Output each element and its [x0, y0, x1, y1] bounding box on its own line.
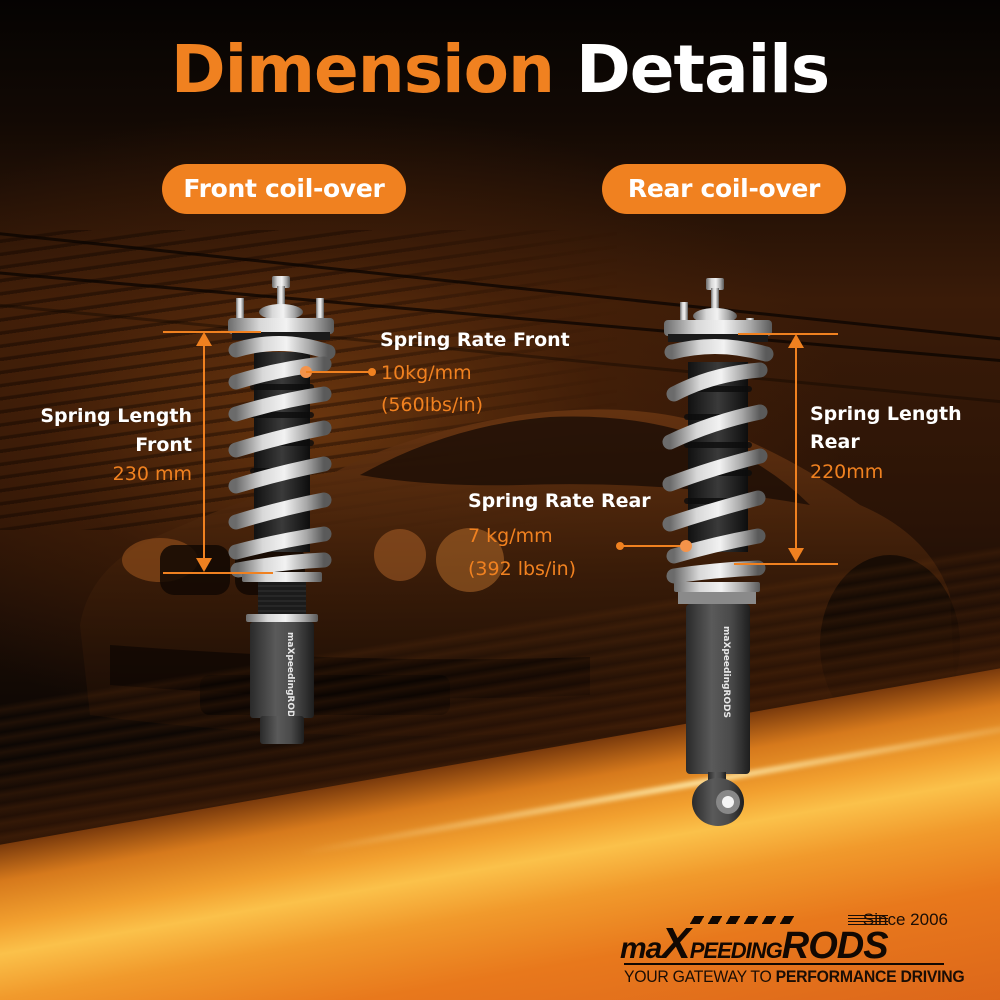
front-coilover-badge: Front coil-over — [162, 164, 406, 214]
front-spring-rate-metric: 10kg/mm — [381, 362, 472, 384]
rear-spring-length-heading: Spring Length — [810, 403, 962, 425]
arrow-up-icon — [788, 334, 804, 348]
front-spring-rate-heading: Spring Rate Front — [380, 329, 570, 351]
front-coilover-image: maXpeedingRODS — [228, 276, 336, 744]
arrow-up-icon — [196, 332, 212, 346]
front-spring-length-subheading: Front — [135, 434, 192, 456]
leader-dot-icon — [368, 368, 376, 376]
title-dimension: Dimension — [170, 31, 555, 108]
front-length-top-line — [163, 331, 261, 333]
brand-rods: RODS — [781, 925, 889, 967]
front-spring-rate-imperial: (560lbs/in) — [381, 394, 484, 416]
svg-text:maXpeedingRODS: maXpeedingRODS — [285, 632, 295, 724]
since-label: Since 2006 — [862, 910, 948, 929]
brand-underline — [624, 963, 944, 965]
rear-coilover-badge: Rear coil-over — [602, 164, 846, 214]
tagline-light: YOUR GATEWAY TO — [624, 967, 776, 986]
tagline-bold: PERFORMANCE DRIVING — [775, 967, 965, 986]
brand-peeding: PEEDING — [689, 938, 783, 963]
rear-length-dimension-line — [795, 342, 797, 560]
rear-rate-leader-line — [620, 545, 686, 547]
page-title: Dimension Details — [0, 30, 1000, 110]
rear-spring-rate-imperial: (392 lbs/in) — [468, 558, 577, 580]
arrow-down-icon — [196, 558, 212, 572]
brand-wordmark: maXPEEDINGRODS — [620, 919, 889, 973]
brand-logo: Since 2006 maXPEEDINGRODS YOUR GATEWAY T… — [620, 910, 965, 990]
brand-ma: ma — [620, 932, 662, 965]
front-length-dimension-line — [203, 340, 205, 562]
arrow-down-icon — [788, 548, 804, 562]
svg-text:maXpeedingRODS: maXpeedingRODS — [721, 626, 731, 718]
rear-spring-rate-metric: 7 kg/mm — [468, 525, 553, 547]
front-spring-length-value: 230 mm — [112, 463, 192, 485]
rear-length-bottom-line — [734, 563, 838, 565]
rear-coilover-image: maXpeedingRODS — [662, 278, 774, 826]
front-length-bottom-line — [163, 572, 273, 574]
speed-lines-icon — [848, 915, 888, 927]
front-spring-length-heading: Spring Length — [40, 405, 192, 427]
rear-spring-marker-dot — [680, 540, 692, 552]
rear-spring-length-subheading: Rear — [810, 431, 860, 453]
brand-tagline: YOUR GATEWAY TO PERFORMANCE DRIVING — [624, 967, 965, 987]
front-rate-leader-line — [306, 371, 372, 373]
title-details: Details — [575, 31, 830, 108]
brand-x: X — [661, 919, 690, 968]
rear-spring-length-value: 220mm — [810, 461, 884, 483]
rear-spring-rate-heading: Spring Rate Rear — [468, 490, 651, 512]
